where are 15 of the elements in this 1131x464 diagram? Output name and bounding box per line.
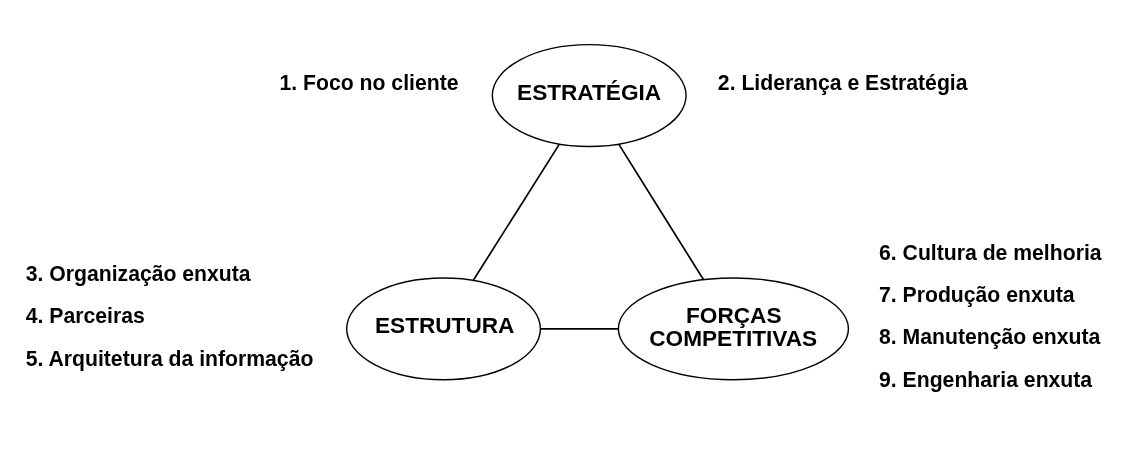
node-ellipse: ESTRATÉGIA <box>491 43 687 148</box>
node-label: 8. Manutenção enxuta <box>879 325 1101 349</box>
connector <box>540 328 620 330</box>
node-label: 5. Arquitetura da informação <box>25 346 314 370</box>
node-label: 4. Parceiras <box>25 304 145 328</box>
connector <box>472 143 561 282</box>
node-ellipse: ESTRUTURA <box>346 277 542 381</box>
node-label: 3. Organização enxuta <box>25 261 251 285</box>
connector <box>617 143 705 281</box>
node-label: 7. Produção enxuta <box>879 282 1075 306</box>
node-label: 6. Cultura de melhoria <box>879 240 1102 264</box>
node-label: 1. Foco no cliente <box>279 70 459 94</box>
node-label: 2. Liderança e Estratégia <box>717 70 968 94</box>
node-label: 9. Engenharia enxuta <box>879 367 1093 391</box>
node-ellipse: FORÇAS COMPETITIVAS <box>617 277 850 381</box>
